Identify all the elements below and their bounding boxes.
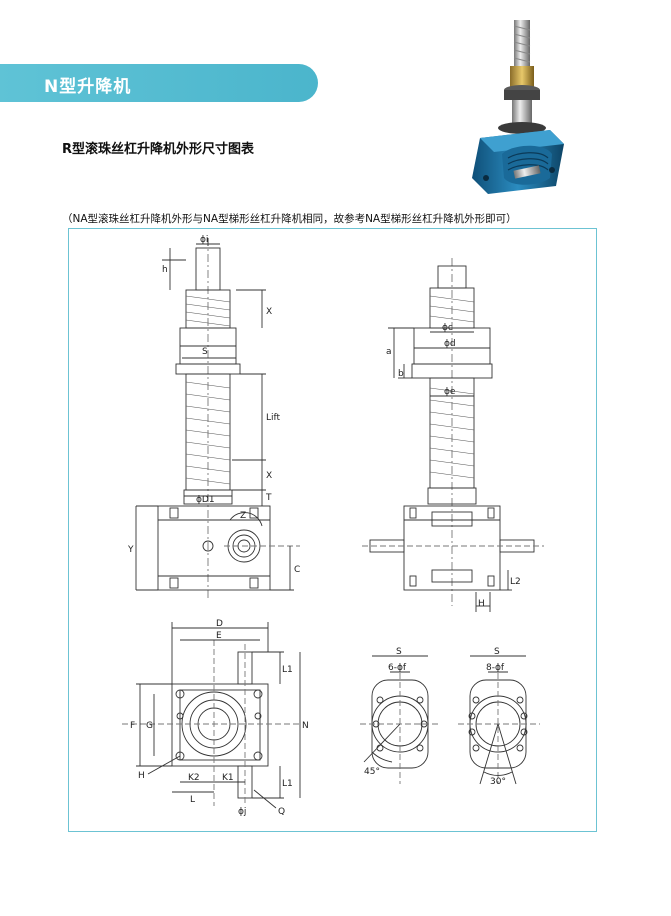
label-h-side: H xyxy=(478,599,485,609)
flange-six-hole xyxy=(360,655,440,784)
reference-note: （NA型滚珠丝杠升降机外形与NA型梯形丝杠升降机相同，故参考NA型梯形丝杠升降机… xyxy=(62,213,517,225)
label-t: T xyxy=(265,493,272,503)
label-8-phi-f: 8-ϕf xyxy=(486,663,505,673)
label-x-top: X xyxy=(266,307,272,317)
title-banner xyxy=(0,64,318,102)
label-x-bottom: X xyxy=(266,471,272,481)
label-c: C xyxy=(294,565,300,575)
label-phi-i: ϕi xyxy=(200,235,208,245)
label-s-front: S xyxy=(202,347,208,357)
label-phi-c: ϕc xyxy=(442,323,453,333)
top-view xyxy=(122,622,301,809)
label-y: Y xyxy=(127,545,134,555)
label-h: h xyxy=(162,265,168,275)
front-view xyxy=(135,238,300,600)
label-l2: L2 xyxy=(510,577,521,587)
label-s-flange6: S xyxy=(396,647,402,657)
label-6-phi-f: 6-ϕf xyxy=(388,663,407,673)
label-lift: Lift xyxy=(266,413,281,423)
label-n: N xyxy=(302,721,309,731)
side-view xyxy=(362,258,544,612)
label-b: b xyxy=(398,369,404,379)
label-h-top: H xyxy=(138,771,145,781)
label-k1: K1 xyxy=(222,773,234,783)
drawing-frame xyxy=(68,228,597,832)
label-a: a xyxy=(386,347,392,357)
label-k2: K2 xyxy=(188,773,200,783)
label-f: F xyxy=(130,721,135,731)
label-q: Q xyxy=(278,807,285,817)
label-l: L xyxy=(190,795,195,805)
screw-jack-product-image xyxy=(472,20,564,194)
label-z: Z xyxy=(240,511,246,521)
label-45-deg: 45° xyxy=(364,767,380,777)
label-phi-d: ϕd xyxy=(444,339,456,349)
flange-eight-hole xyxy=(458,655,540,785)
label-d: D xyxy=(216,619,223,629)
label-l1-top: L1 xyxy=(282,665,293,675)
label-e: E xyxy=(216,631,222,641)
label-phi-d1: ϕD1 xyxy=(196,495,215,505)
label-phi-j: ϕj xyxy=(238,807,246,817)
label-g: G xyxy=(146,721,153,731)
label-s-flange8: S xyxy=(494,647,500,657)
page-title: N型升降机 xyxy=(44,77,132,97)
label-phi-e: ϕe xyxy=(444,387,456,397)
section-title: R型滚珠丝杠升降机外形尺寸图表 xyxy=(62,142,255,157)
label-30-deg: 30° xyxy=(490,777,506,787)
label-l1-bottom: L1 xyxy=(282,779,293,789)
